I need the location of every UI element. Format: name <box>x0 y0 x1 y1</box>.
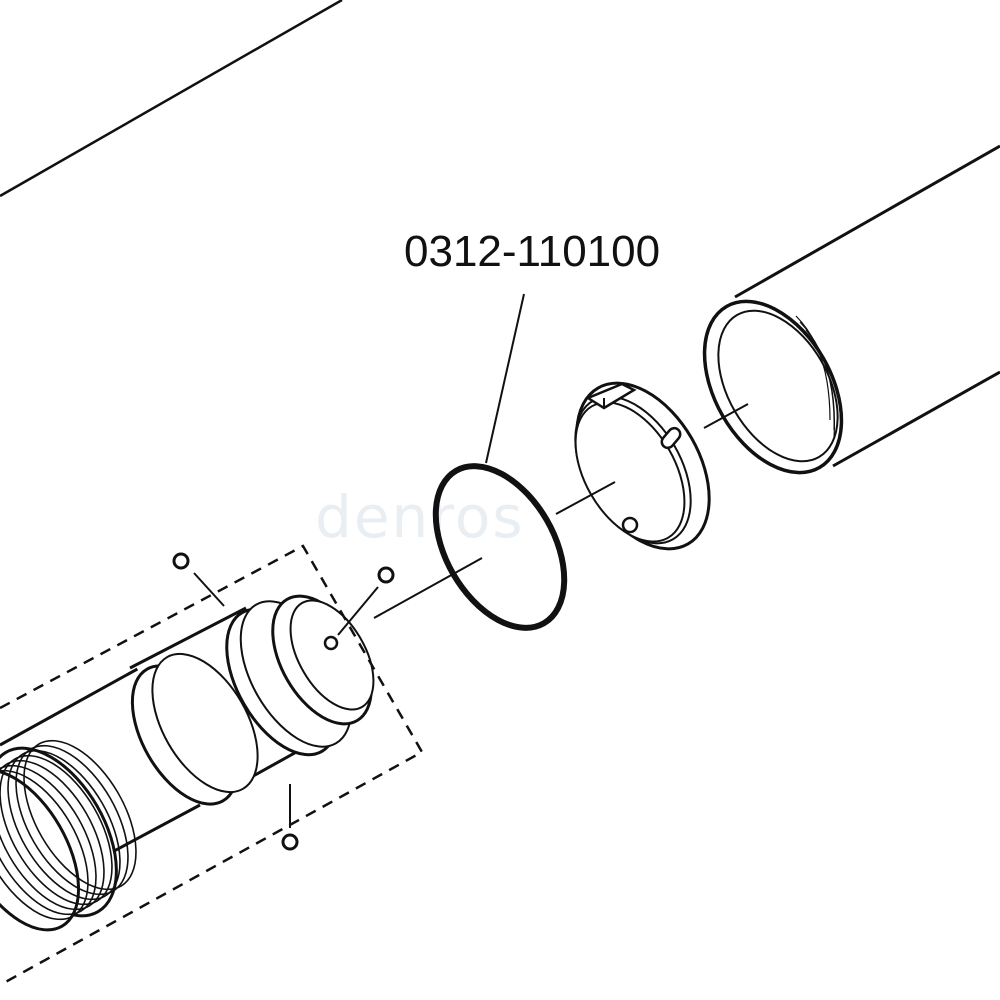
part-number-leader-line <box>485 293 525 464</box>
small-o-ring-top-left <box>172 552 225 607</box>
dashed-group-box <box>0 544 424 987</box>
split-ring <box>574 381 711 551</box>
background-tube-edge <box>0 0 343 198</box>
piston-assembly <box>0 594 375 932</box>
small-o-ring-top-right <box>337 566 395 636</box>
assembly-axis-lines <box>373 403 749 619</box>
part-number-label: 0312-110100 <box>404 227 660 276</box>
watermark-text: denros <box>315 483 525 551</box>
outer-tube <box>702 144 1000 475</box>
small-o-ring-bottom <box>281 784 299 851</box>
